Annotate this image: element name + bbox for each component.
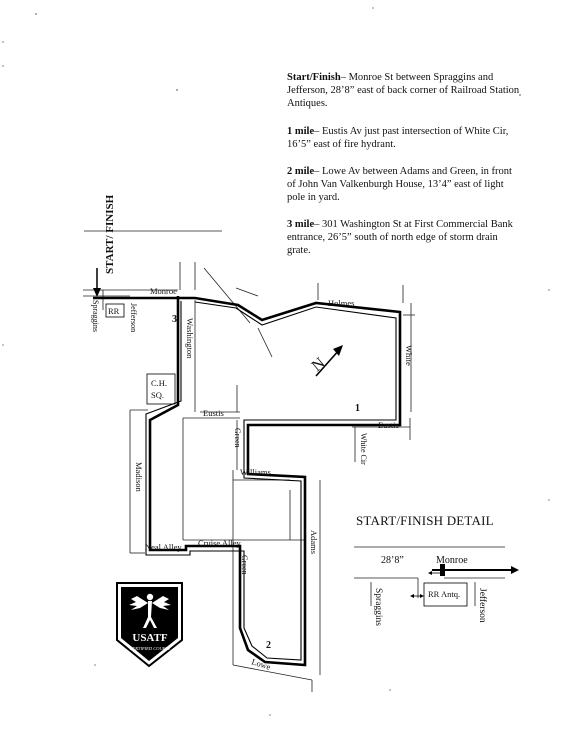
rr-antq-building xyxy=(423,582,468,607)
start-finish-label-map: START/ FINISH xyxy=(104,194,116,274)
street-monroe: Monroe xyxy=(150,286,177,296)
start-finish-description: Start/Finish– Monroe St between Spraggin… xyxy=(287,72,520,109)
mile-3-label: 3 mile xyxy=(287,219,315,230)
start-finish-detail: RR Antq. 28’8” Monroe Spraggins Jefferso… xyxy=(354,546,519,626)
street-adams: Adams xyxy=(309,530,319,554)
street-white: White xyxy=(404,345,414,366)
detail-title: START/FINISH DETAIL xyxy=(356,513,494,528)
street-green-south: Green xyxy=(240,555,249,575)
detail-jefferson: Jefferson xyxy=(477,588,488,623)
courthouse-label-1: C.H. xyxy=(151,378,167,388)
north-arrow-icon: N xyxy=(309,345,343,377)
mile-marker-2: 2 xyxy=(266,640,271,651)
street-eustis-east: Eustis xyxy=(378,420,399,430)
mile-1-text: Eustis Av just past intersection of Whit… xyxy=(287,126,509,150)
street-lines xyxy=(83,230,415,692)
detail-spraggins: Spraggins xyxy=(373,588,383,626)
rr-building-label: RR xyxy=(108,306,120,316)
street-green-north: Green xyxy=(233,428,242,448)
start-finish-label: Start/Finish xyxy=(287,72,341,83)
courthouse-label-2: SQ. xyxy=(151,390,164,400)
street-madison: Madison xyxy=(134,462,144,493)
course-route-inner xyxy=(145,301,397,661)
start-arrow-head xyxy=(93,288,101,297)
mile-1-description: 1 mile– Eustis Av just past intersection… xyxy=(287,126,509,150)
mile-marker-3: 3 xyxy=(172,314,177,325)
badge-name: USATF xyxy=(132,632,168,644)
rr-building xyxy=(105,303,125,318)
mile-2-description: 2 mile– Lowe Av between Adams and Green,… xyxy=(287,166,512,203)
mile-2-text: Lowe Av between Adams and Green, in fron… xyxy=(287,166,512,203)
street-cruise-alley: Cruise Alley xyxy=(198,538,241,548)
detail-building-label: RR Antq. xyxy=(428,589,460,599)
street-white-cir: White Cir xyxy=(359,433,368,465)
start-line-mark xyxy=(440,564,445,576)
detail-distance: 28’8” xyxy=(381,555,404,566)
street-jefferson: Jefferson xyxy=(129,303,138,332)
detail-monroe: Monroe xyxy=(436,555,468,566)
mile-marker-1: 1 xyxy=(355,403,360,414)
courthouse-square xyxy=(146,373,176,405)
street-williams: Williams xyxy=(240,467,271,477)
winged-figure-icon xyxy=(129,593,171,628)
street-lowe: Lowe xyxy=(250,656,272,672)
course-route xyxy=(93,296,402,667)
badge-sub: CERTIFIED COURSE xyxy=(129,646,170,651)
street-neal-alley: Neal Alley xyxy=(145,542,182,552)
mile-1-label: 1 mile xyxy=(287,126,315,137)
mile-3-description: 3 mile– 301 Washington St at First Comme… xyxy=(287,219,513,256)
north-label: N xyxy=(309,354,329,375)
street-holmes: Holmes xyxy=(328,298,354,308)
start-finish-text: Monroe St between Spraggins and Jefferso… xyxy=(287,72,520,109)
street-eustis-west: Eustis xyxy=(203,408,224,418)
mile-3-text: 301 Washington St at First Commercial Ba… xyxy=(287,219,513,256)
street-washington: Washington xyxy=(185,318,195,359)
scan-specks xyxy=(2,7,550,716)
usatf-badge: USATF CERTIFIED COURSE xyxy=(116,582,183,668)
street-spraggins: Spraggins xyxy=(91,300,100,332)
mile-2-label: 2 mile xyxy=(287,166,315,177)
